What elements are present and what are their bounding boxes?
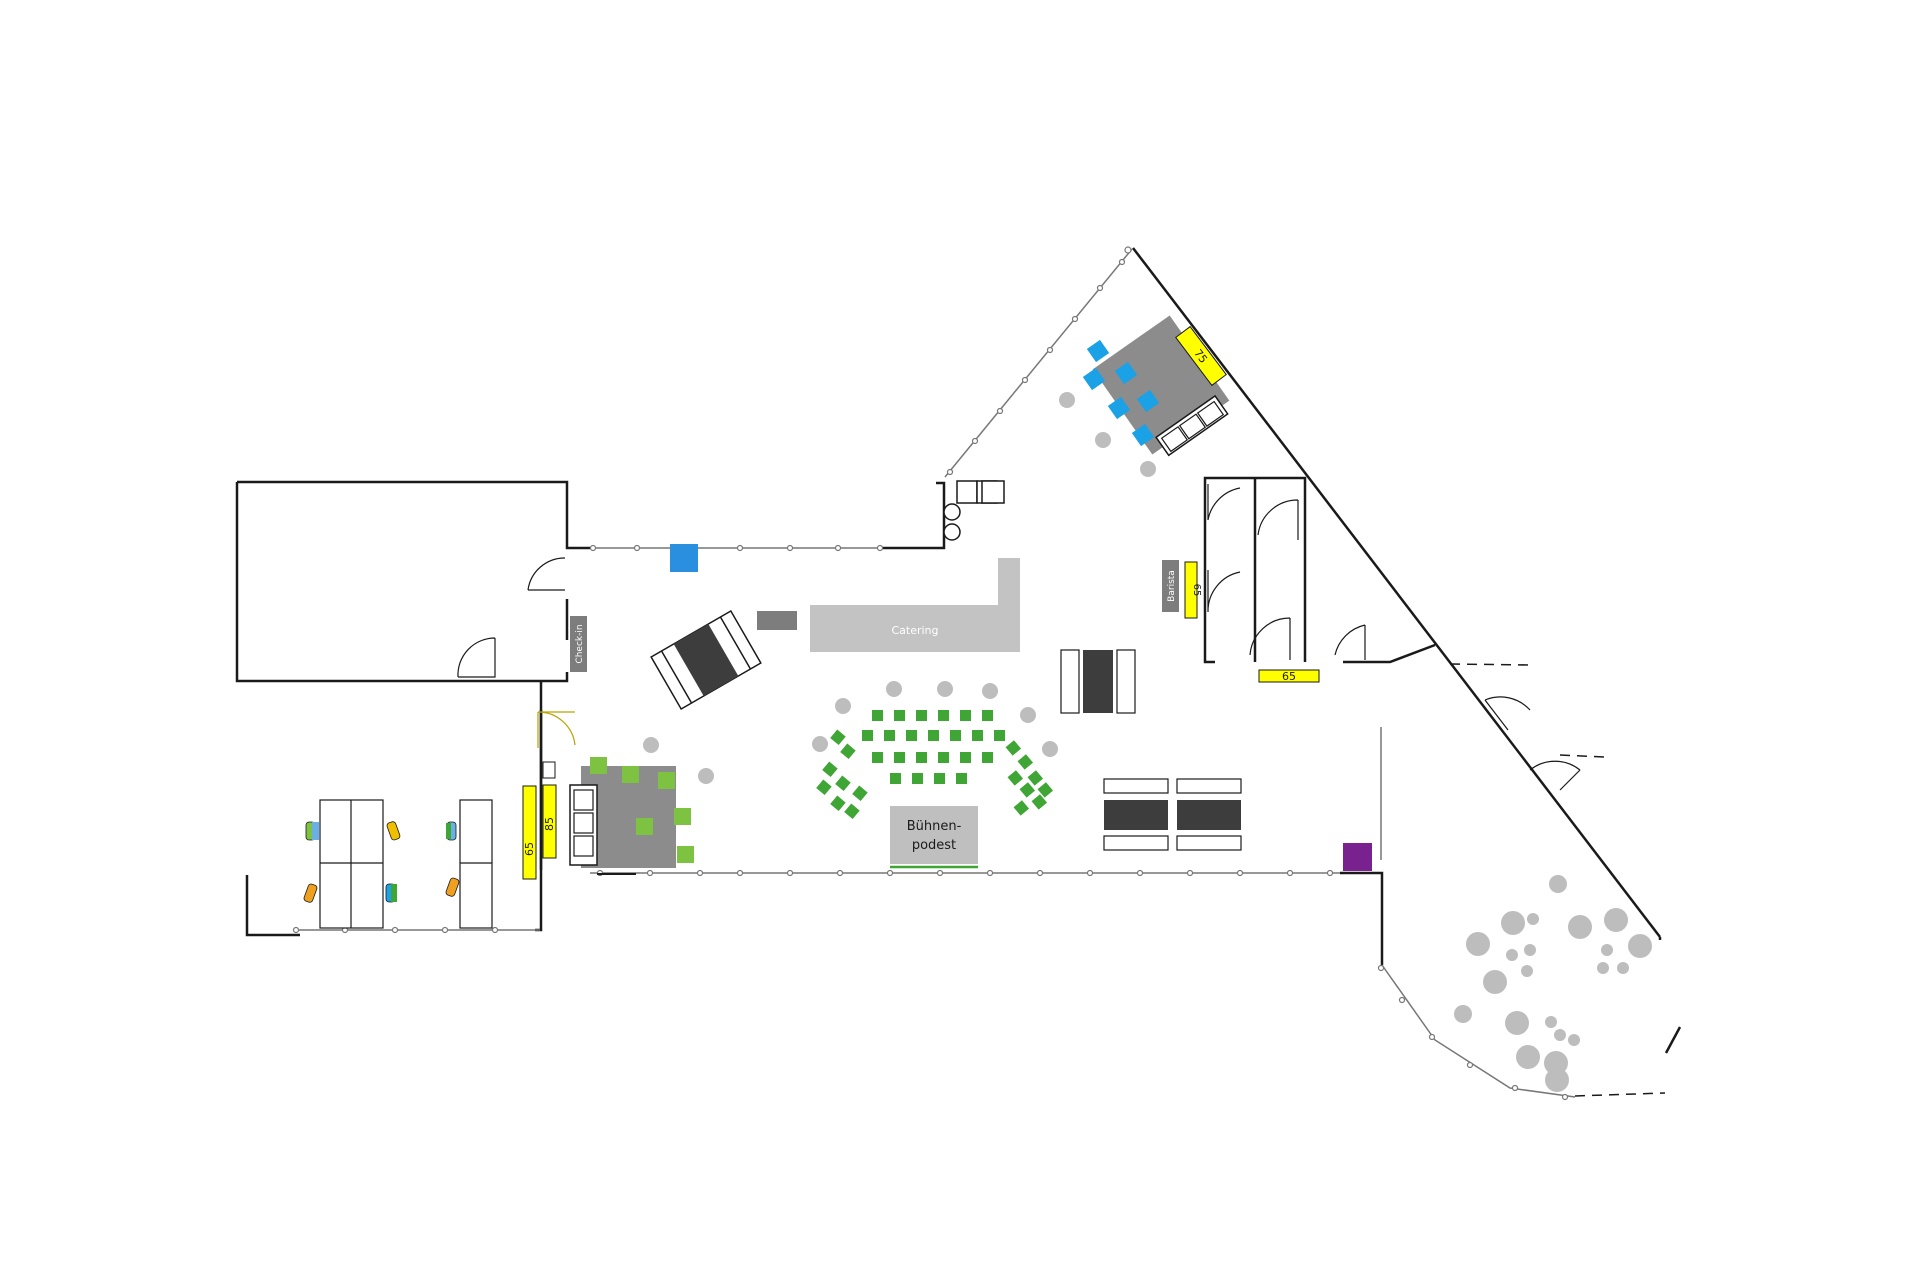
kiosk-seats — [943, 480, 1005, 541]
check-in-desk: Check-in — [570, 616, 587, 672]
stage-label-line1: Bühnen- — [907, 819, 962, 834]
size-marker-65-wc: 65 — [1258, 669, 1320, 683]
svg-text:65: 65 — [1282, 670, 1296, 683]
walls — [235, 247, 1682, 1054]
size-marker-65-left: 65 — [522, 785, 537, 880]
grey-box — [757, 611, 797, 630]
glass-walls — [295, 248, 1576, 1098]
check-in-label: Check-in — [575, 624, 585, 663]
dining-table-upper — [1060, 649, 1136, 714]
round-table-icon — [643, 392, 1156, 784]
lounge-upper — [1082, 315, 1230, 457]
blue-box — [670, 544, 698, 572]
work-desks — [319, 799, 493, 929]
outdoor-trees — [1454, 875, 1652, 1092]
door-swing-icon — [457, 484, 1581, 791]
chair-icon — [303, 821, 460, 903]
svg-text:Barista: Barista — [1167, 570, 1177, 602]
glass-wall-joints — [292, 246, 1569, 1101]
catering-counter: Catering — [810, 558, 1020, 652]
dashed-lines — [1449, 663, 1666, 1097]
catering-label: Catering — [891, 624, 938, 637]
lounge-sofa — [650, 609, 762, 711]
theatre-seating — [816, 710, 1054, 820]
stage-platform: Bühnen- podest — [890, 806, 978, 869]
size-marker-75: 75 — [1175, 325, 1227, 387]
stage-label-line2: podest — [912, 838, 956, 853]
barista-counter: Barista 65 — [1162, 560, 1202, 619]
svg-text:85: 85 — [543, 817, 556, 831]
svg-text:65: 65 — [523, 842, 536, 856]
lounge-left — [569, 757, 694, 875]
size-marker-85: 85 — [542, 761, 557, 859]
purple-box — [1343, 843, 1372, 871]
svg-text:65: 65 — [1191, 584, 1202, 597]
dining-tables-lower — [1103, 778, 1242, 851]
